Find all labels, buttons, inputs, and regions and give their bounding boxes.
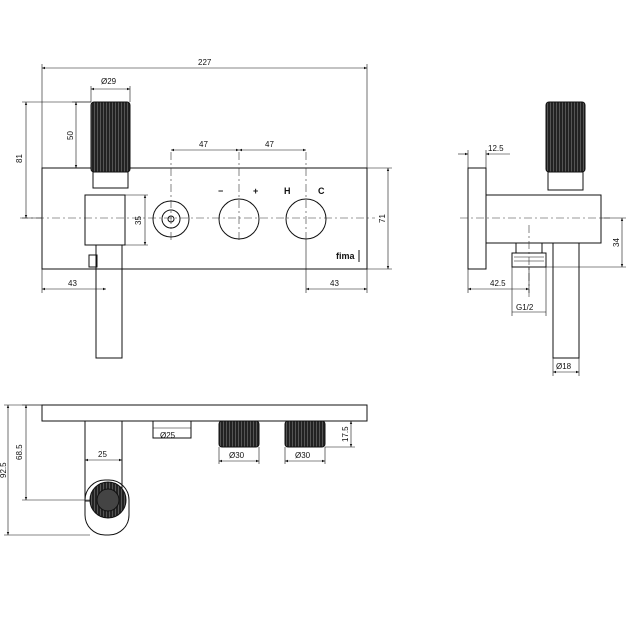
top-diverter (152, 420, 192, 439)
top-spout-end (84, 479, 130, 536)
dim-thread: G1/2 (516, 303, 534, 312)
dim-right-offset: 43 (330, 279, 339, 288)
dim-side-offset: 34 (612, 238, 621, 247)
dim-top-total-depth: 92.5 (0, 462, 8, 478)
dim-plate-height: 71 (378, 214, 387, 223)
dim-spacing-right: 47 (265, 140, 274, 149)
front-plate (41, 167, 368, 270)
side-body (485, 194, 602, 244)
top-plate (41, 404, 368, 422)
dim-top-knob-left: Ø30 (229, 451, 245, 460)
dim-top-spout-width: 25 (98, 450, 107, 459)
dim-top-knob-right: Ø30 (295, 451, 311, 460)
dim-top-knob-depth: 17.5 (341, 426, 350, 442)
dim-knob-height: 50 (66, 131, 75, 140)
side-plate (467, 167, 487, 270)
dim-top-inner-depth: 68.5 (15, 444, 24, 460)
mixer-knob-side (545, 101, 586, 173)
spout-body-front (84, 194, 126, 246)
dim-front-width: 227 (198, 58, 212, 67)
dim-side-depth: 42.5 (490, 279, 506, 288)
dim-spout-height: 35 (134, 216, 143, 225)
hot-symbol: H (284, 186, 291, 196)
dim-total-height: 81 (15, 154, 24, 163)
cold-symbol: C (318, 186, 325, 196)
dim-side-plate: 12.5 (488, 144, 504, 153)
side-view: 12.5 42.5 34 G1/2 Ø18 (458, 101, 626, 376)
minus-symbol: − (218, 186, 223, 196)
brand-logo: fima (336, 251, 356, 261)
plus-symbol: + (253, 186, 258, 196)
dim-knob-diameter: Ø29 (101, 77, 117, 86)
dim-left-offset: 43 (68, 279, 77, 288)
mixer-knob-front (90, 101, 131, 173)
top-knob-temp (218, 420, 260, 448)
front-view: − + H C fima 227 Ø29 50 81 47 (15, 58, 392, 359)
top-knob-flow (284, 420, 326, 448)
top-view: Ø25 Ø30 Ø30 17.5 25 68.5 92.5 (0, 404, 368, 536)
dim-top-diverter: Ø25 (160, 431, 176, 440)
dim-spout-diameter: Ø18 (556, 362, 572, 371)
dim-spacing-left: 47 (199, 140, 208, 149)
side-spout (552, 242, 580, 359)
